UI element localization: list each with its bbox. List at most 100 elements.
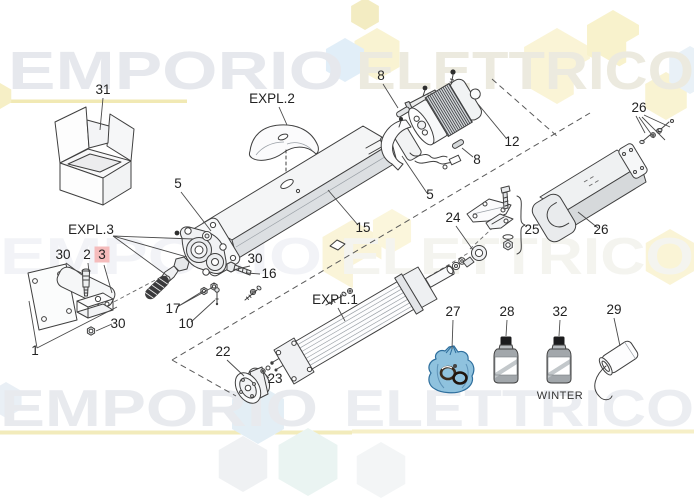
callout-3-highlighted[interactable]: 3 [98,247,106,262]
leader-30b [232,265,251,271]
callout-labels: 31 EXPL.2 8 12 8 26 5 15 5 26 EXPL.3 24 … [31,68,646,402]
callout-8b[interactable]: 8 [473,152,481,167]
leader-5a [180,191,212,232]
watermark-elettrico-row3: ELETTRICO [344,380,694,438]
callout-5a[interactable]: 5 [174,176,182,191]
part-seal-kit-bag-27 [428,345,475,394]
callout-24[interactable]: 24 [445,210,461,225]
leader-30a [65,262,83,276]
callout-30b[interactable]: 30 [247,251,262,266]
gearbox-screw [174,230,180,236]
capacitor-wire [594,365,613,401]
small-screw-washer [244,285,262,301]
leader-29 [613,317,621,347]
end-disc-22 [234,366,271,404]
callout-16[interactable]: 16 [261,266,276,281]
leader-22 [226,359,245,377]
key-8a [396,106,410,118]
callout-28[interactable]: 28 [499,304,514,319]
callout-30a[interactable]: 30 [55,247,70,262]
cylinder-front-head [273,337,315,385]
watermark-strip-bottom-left [0,430,352,435]
callout-23[interactable]: 23 [267,371,282,386]
callout-10[interactable]: 10 [178,316,193,331]
watermark-strip-top [0,99,187,103]
callout-12[interactable]: 12 [504,134,519,149]
part-wall-mount-group [27,263,116,336]
callout-22[interactable]: 22 [215,344,230,359]
bolt-16 [226,261,252,276]
leader-28 [505,319,508,337]
callout-30c[interactable]: 30 [110,316,125,331]
part-bracket-group-25 [466,185,526,255]
callout-expl2[interactable]: EXPL.2 [249,91,295,106]
leader-17 [176,286,214,308]
leader-3 [103,264,113,294]
leader-2 [87,262,90,273]
motor-top-screw [450,69,456,75]
leader-23 [261,370,270,379]
callout-17[interactable]: 17 [165,301,180,316]
leader-27 [451,319,454,350]
pin-2 [81,268,91,297]
leader-8b [461,147,474,158]
nut-30-bottom [86,326,96,336]
part-motor-12 [408,78,482,146]
leader-1 [28,300,118,349]
leader-lines [28,83,671,379]
watermark-emporio-row1: EMPORIO [8,41,344,101]
callout-27[interactable]: 27 [445,304,460,319]
part-gearbox-expl3 [144,217,353,306]
part-oil-bottle-28 [493,336,519,384]
callout-29[interactable]: 29 [606,302,621,317]
callout-8a[interactable]: 8 [377,68,385,83]
leader-15 [327,189,359,226]
motor-wires [409,152,462,170]
clevis-fork-3 [76,292,114,319]
leader-12 [477,103,507,139]
leader-30c [95,323,113,332]
part-tube-26 [531,119,674,243]
worm-screw [144,275,169,300]
dashed-line [171,359,237,397]
callout-5b[interactable]: 5 [426,187,434,202]
callout-2[interactable]: 2 [83,247,91,262]
leader-26a [635,114,671,141]
leader-16 [246,272,261,275]
callout-26a[interactable]: 26 [631,100,646,115]
part-cylinder-expl1 [234,245,487,404]
brace-25 [516,195,526,255]
callout-expl3[interactable]: EXPL.3 [68,222,114,237]
pin-10 [214,287,220,306]
callout-32[interactable]: 32 [552,304,567,319]
callout-3-highlight [94,246,110,263]
leader-8a [382,83,399,109]
dashed-line [171,112,591,361]
small-screw-washer-2 [325,288,353,306]
callout-31[interactable]: 31 [95,82,110,97]
leader-32 [558,319,561,337]
callout-expl1[interactable]: EXPL.1 [312,292,358,307]
leader-5b [401,155,428,194]
key-8b [451,139,465,149]
leader-31 [99,97,104,131]
bolt-25 [500,185,511,194]
watermark-elettrico-row1: ELETTRICO [356,41,694,101]
tube-screws-26 [639,119,674,145]
callout-1[interactable]: 1 [31,343,39,358]
motor-ribs [425,83,473,137]
callout-26b[interactable]: 26 [593,222,608,237]
leader-24 [455,225,474,251]
callout-25[interactable]: 25 [524,222,539,237]
part-oil-bottle-32-winter [546,336,572,384]
leader-expl3 [112,235,194,278]
leader-10 [190,299,216,323]
leader-26b [577,211,599,229]
callout-15[interactable]: 15 [355,220,370,235]
washer-25 [502,234,514,240]
leader-expl1 [337,307,346,322]
leader-expl2 [278,106,288,126]
watermark-elettrico-row2: ELETTRICO [340,228,694,286]
